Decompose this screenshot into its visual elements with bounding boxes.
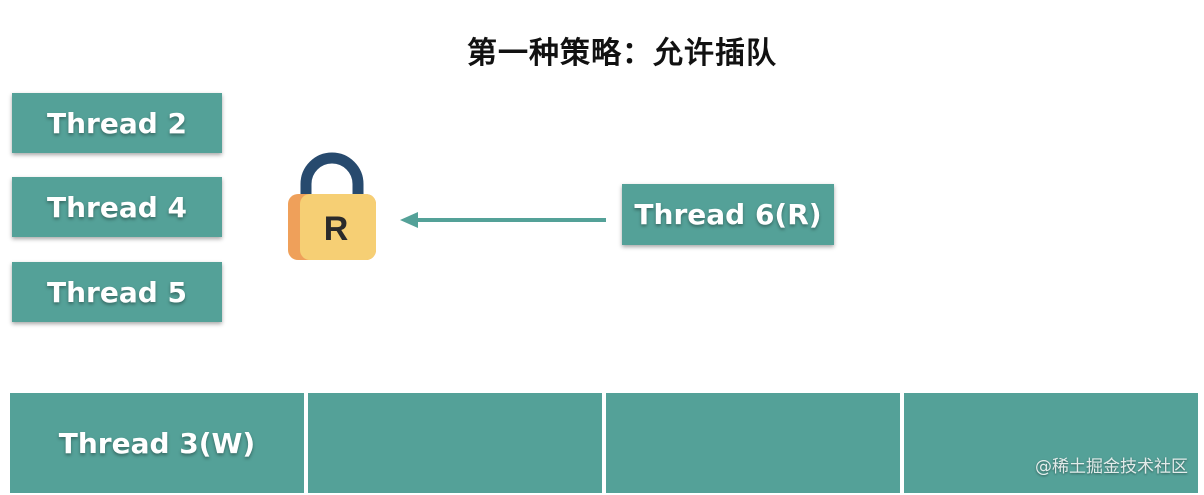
waiting-queue: Thread 3(W) [10,393,1198,493]
lock-label: R [324,210,349,248]
diagram-title: 第一种策略：允许插队 [467,36,777,71]
queue-slot [308,393,606,493]
waiting-thread-box: Thread 5 [12,262,222,322]
queue-slot [606,393,904,493]
watermark: @稀土掘金技术社区 [1035,457,1188,477]
waiting-thread-box: Thread 4 [12,177,222,237]
lock-icon: R [288,152,376,260]
arrow-left-icon [400,212,606,228]
queue-slot: Thread 3(W) [10,393,308,493]
queue-slot [904,393,1198,493]
lock-body [300,194,376,260]
lock-shackle [300,152,364,204]
incoming-thread-box: Thread 6(R) [622,184,834,245]
waiting-thread-box: Thread 2 [12,93,222,153]
